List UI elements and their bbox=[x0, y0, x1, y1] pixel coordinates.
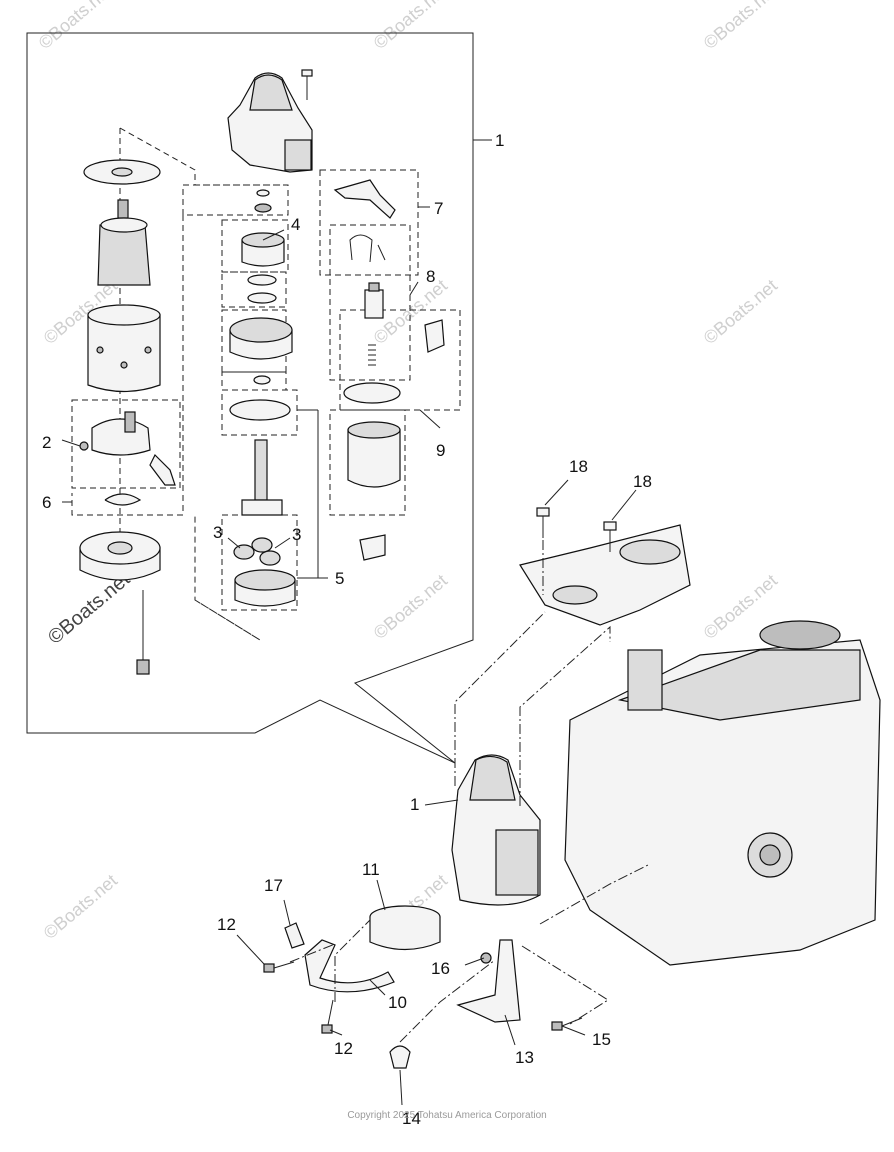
callout-3: 3 bbox=[292, 525, 301, 544]
starter-motor-assembled bbox=[451, 754, 541, 906]
seal bbox=[343, 382, 401, 404]
drive-shaft bbox=[241, 439, 283, 516]
group-boxes bbox=[71, 127, 461, 641]
gasket bbox=[229, 399, 291, 421]
callouts: 1 1 2 3 3 4 5 6 7 8 9 10 11 12 12 13 14 … bbox=[42, 131, 652, 1128]
engine-block bbox=[564, 620, 881, 966]
bolt bbox=[301, 69, 313, 100]
plunger bbox=[364, 282, 384, 319]
callout-1: 1 bbox=[410, 795, 419, 814]
bracket-hole bbox=[552, 585, 598, 605]
callout-11: 11 bbox=[362, 860, 380, 879]
leader-lines bbox=[61, 139, 637, 1106]
planetary-gears bbox=[233, 537, 281, 566]
brush-plate bbox=[83, 159, 161, 185]
return-spring bbox=[368, 344, 376, 366]
callout-18: 18 bbox=[569, 457, 588, 476]
callout-3: 3 bbox=[213, 523, 222, 542]
clip bbox=[247, 274, 277, 286]
washer bbox=[253, 375, 271, 385]
watermark: ©Boats.net bbox=[35, 0, 116, 53]
callout-9: 9 bbox=[436, 441, 445, 460]
front-housing bbox=[79, 531, 161, 581]
cover-plate bbox=[424, 319, 445, 353]
watermark: ©Boats.net bbox=[700, 275, 781, 348]
callout-7: 7 bbox=[434, 199, 443, 218]
through-bolt bbox=[136, 590, 150, 675]
pinion-gear bbox=[241, 232, 285, 267]
callout-10: 10 bbox=[388, 993, 407, 1012]
cable-guide bbox=[456, 939, 521, 1023]
bracket-hole bbox=[619, 539, 681, 565]
callout-12: 12 bbox=[334, 1039, 353, 1058]
brush-holder bbox=[91, 411, 176, 486]
shift-lever bbox=[333, 179, 396, 219]
mounting-bracket bbox=[519, 524, 691, 626]
callout-1: 1 bbox=[495, 131, 504, 150]
screw bbox=[79, 441, 89, 451]
callout-8: 8 bbox=[426, 267, 435, 286]
callout-5: 5 bbox=[335, 569, 344, 588]
yoke bbox=[87, 304, 161, 393]
callout-17: 17 bbox=[264, 876, 283, 895]
mounting-strap bbox=[304, 939, 395, 993]
internal-gear bbox=[229, 317, 293, 360]
circlip bbox=[104, 493, 142, 506]
copyright-text: Copyright 2025 Tohatsu America Corporati… bbox=[347, 1110, 546, 1121]
alignment-lines bbox=[289, 540, 651, 1043]
gear-case bbox=[234, 569, 296, 607]
cable-clamp bbox=[284, 922, 305, 949]
solenoid bbox=[347, 421, 401, 488]
bolt bbox=[603, 521, 617, 552]
callout-18: 18 bbox=[633, 472, 652, 491]
nut bbox=[480, 952, 492, 964]
callout-16: 16 bbox=[431, 959, 450, 978]
callout-6: 6 bbox=[42, 493, 51, 512]
spring-wire bbox=[349, 234, 386, 263]
callout-13: 13 bbox=[515, 1048, 534, 1067]
ring bbox=[256, 189, 270, 197]
callout-12: 12 bbox=[217, 915, 236, 934]
watermark: ©Boats.net bbox=[40, 870, 121, 943]
starter-band bbox=[369, 905, 441, 951]
watermark: ©Boats.net bbox=[370, 570, 451, 643]
callout-4: 4 bbox=[291, 215, 300, 234]
end-cover bbox=[227, 72, 313, 173]
watermark: ©Boats.net bbox=[700, 0, 781, 53]
bolt bbox=[321, 999, 334, 1034]
callout-14: 14 bbox=[402, 1109, 421, 1128]
bolt bbox=[263, 961, 295, 973]
ring bbox=[254, 203, 272, 213]
callout-15: 15 bbox=[592, 1030, 611, 1049]
callout-2: 2 bbox=[42, 433, 51, 452]
cable-cap bbox=[389, 1045, 411, 1069]
bolt bbox=[536, 507, 550, 538]
terminal bbox=[359, 534, 386, 561]
watermark: ©Boats.net bbox=[370, 0, 451, 53]
armature bbox=[97, 199, 151, 286]
washer bbox=[247, 292, 277, 304]
exploded-parts bbox=[79, 69, 445, 675]
